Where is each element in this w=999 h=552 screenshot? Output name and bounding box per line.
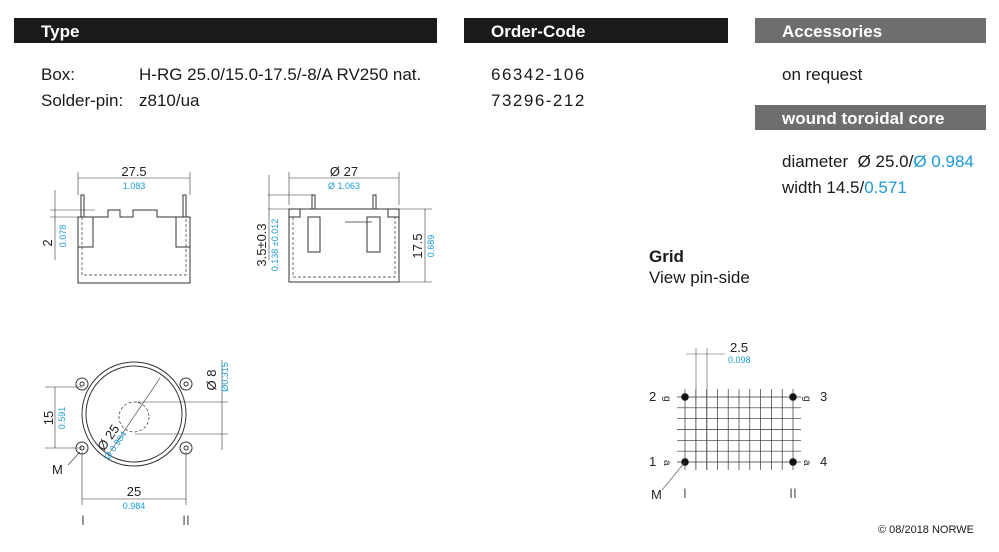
diameter-label: diameter (782, 152, 849, 171)
order-code-header: Order-Code (464, 18, 728, 43)
box-value: H-RG 25.0/15.0-17.5/-8/A RV250 nat. (139, 65, 422, 84)
pin-in: 0.078 (58, 225, 68, 248)
hole-mm: Ø 8 (204, 370, 219, 391)
grid-labels: 2.5 0.098 2 1 3 4 g a g a M I II (649, 340, 827, 502)
grid-marker-m: M (651, 487, 662, 502)
accessories-header: Accessories (755, 18, 986, 43)
side-view-2: Ø 27 Ø 1.063 3.5±0.3 0.138 ±0.012 17.5 0… (254, 164, 436, 283)
pin-dot (789, 393, 797, 401)
box-label: Box: (41, 65, 76, 84)
width-label: width (782, 178, 822, 197)
box-order-code: 66342-106 (491, 65, 586, 84)
pin-4-letter: a (801, 460, 812, 466)
copyright: © 08/2018 NORWE (878, 524, 974, 536)
width-in: 0.571 (864, 178, 907, 197)
diameter-mm: Ø 25.0/ (857, 152, 914, 171)
pitch-mm: 2.5 (730, 340, 748, 355)
pin-2-letter: a (661, 460, 672, 466)
accessories-value: on request (782, 65, 863, 84)
pitch-x-in: 0.984 (123, 501, 146, 511)
dia-mm: Ø 27 (330, 164, 358, 179)
width-in: 1.083 (123, 181, 146, 191)
pin-dot (681, 393, 689, 401)
dia-in: Ø 1.063 (328, 181, 360, 191)
marker-m: M (52, 462, 63, 477)
pitch-y-in: 0.591 (57, 407, 67, 430)
height-in: 0.689 (426, 235, 436, 258)
pin-in: 0.138 ±0.012 (270, 219, 280, 271)
width-mm: 14.5/ (826, 178, 865, 197)
top-view: Ø 8 Ø0.315 15 0.591 Ø 25 Ø 0.984 25 0.98… (41, 360, 230, 528)
pin-dot (789, 458, 797, 466)
core-header: wound toroidal core (755, 105, 986, 130)
pitch-y-mm: 15 (41, 411, 56, 425)
pin-grid (677, 389, 801, 470)
pin-1-letter: g (661, 396, 672, 402)
pin-mm: 2 (40, 239, 55, 246)
core-diameter: diameter Ø 25.0/Ø 0.984 (782, 152, 974, 172)
type-header: Type (14, 18, 437, 43)
pitch-x-mm: 25 (127, 484, 141, 499)
grid-subtitle: View pin-side (649, 268, 750, 287)
hole-in: Ø0.315 (220, 362, 230, 392)
grid-row-ii: II (789, 485, 797, 501)
solder-pin-order-code: 73296-212 (491, 91, 586, 110)
pin-3-letter: g (801, 396, 812, 402)
pin-2: 2 (649, 389, 656, 404)
height-mm: 17.5 (410, 233, 425, 258)
solder-pin-value: z810/ua (139, 91, 200, 110)
grid-title: Grid (649, 247, 684, 266)
pin-3: 3 (820, 389, 827, 404)
grid-row-i: I (683, 485, 687, 501)
row-ii: II (182, 512, 190, 528)
pin-mm: 3.5±0.3 (254, 223, 269, 266)
solder-pin-label: Solder-pin: (41, 91, 124, 110)
row-i: I (81, 512, 85, 528)
side-view-1: 27.5 1.083 2 0.078 (40, 164, 191, 284)
pitch-in: 0.098 (728, 355, 751, 365)
width-mm: 27.5 (121, 164, 146, 179)
core-width: width 14.5/0.571 (782, 178, 907, 198)
diameter-in: Ø 0.984 (913, 152, 974, 171)
pin-4: 4 (820, 454, 827, 469)
pin-1: 1 (649, 454, 656, 469)
